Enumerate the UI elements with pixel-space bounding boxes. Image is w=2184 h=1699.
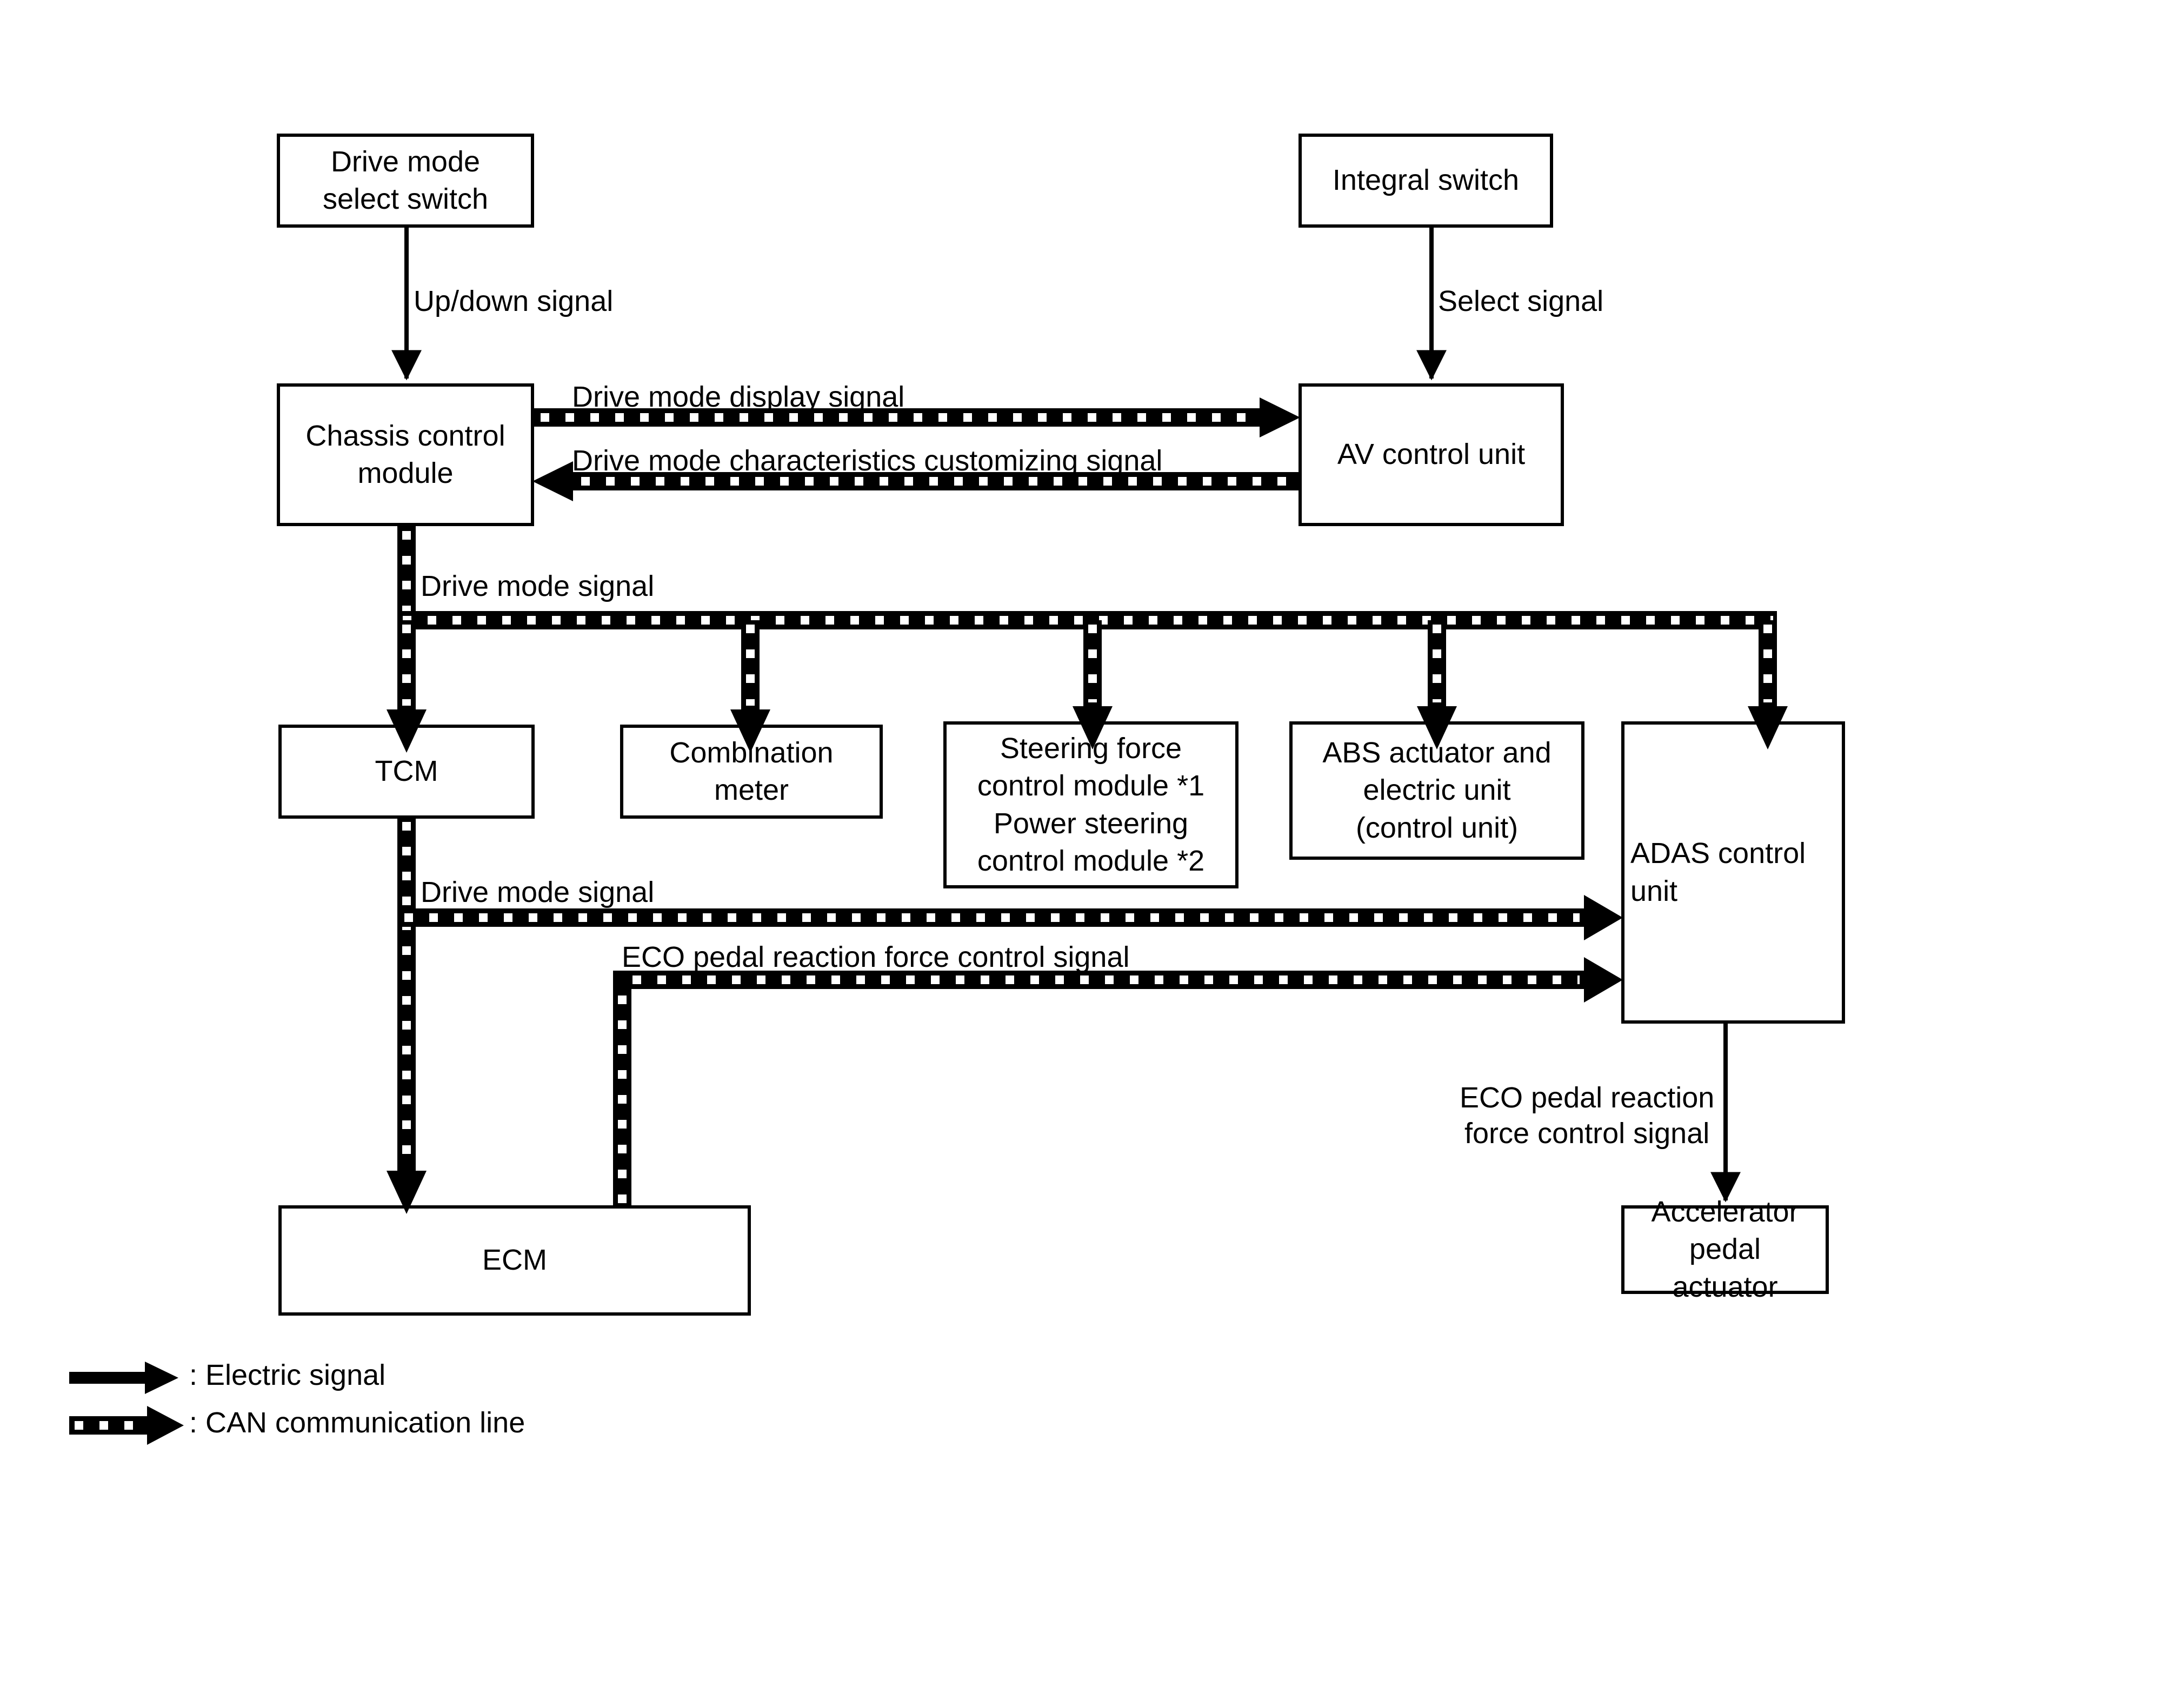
edge-bus-drop-steering-force	[1073, 620, 1113, 749]
edge-tcm-to-ecm	[387, 817, 427, 1214]
edge-drive-mode-characteristics-customizing-signal	[532, 461, 1300, 501]
edge-eco-pedal-ecm-to-adas	[613, 957, 1623, 1207]
electric-signal-edges	[391, 226, 1741, 1203]
edge-bus-drop-abs-actuator	[1417, 620, 1457, 749]
box-av-control-unit	[1299, 383, 1564, 526]
legend-label-electric-signal: : Electric signal	[189, 1359, 386, 1391]
box-accelerator-pedal-actuator	[1621, 1205, 1829, 1294]
node-boxes	[277, 134, 1845, 1316]
edge-drive-mode-signal-to-adas	[397, 895, 1623, 940]
can-communication-edges	[387, 397, 1788, 1214]
legend-label-can-communication-line: : CAN communication line	[189, 1406, 525, 1439]
box-drive-mode-select-switch	[277, 134, 534, 228]
edge-drive-mode-display-signal	[532, 397, 1300, 437]
edge-bus-drop-combination-meter	[730, 620, 770, 753]
edge-bus-drop-adas	[1748, 620, 1788, 749]
legend-glyphs	[69, 1362, 184, 1445]
edge-bus-drop-tcm	[387, 620, 427, 753]
box-integral-switch	[1299, 134, 1553, 228]
box-chassis-control-module	[277, 383, 534, 526]
box-steering-force-control-module	[943, 721, 1239, 888]
box-ecm	[278, 1205, 751, 1316]
box-adas-control-unit	[1621, 721, 1845, 1024]
legend-electric-signal-icon	[69, 1362, 178, 1394]
legend-can-communication-line-icon	[69, 1406, 184, 1445]
